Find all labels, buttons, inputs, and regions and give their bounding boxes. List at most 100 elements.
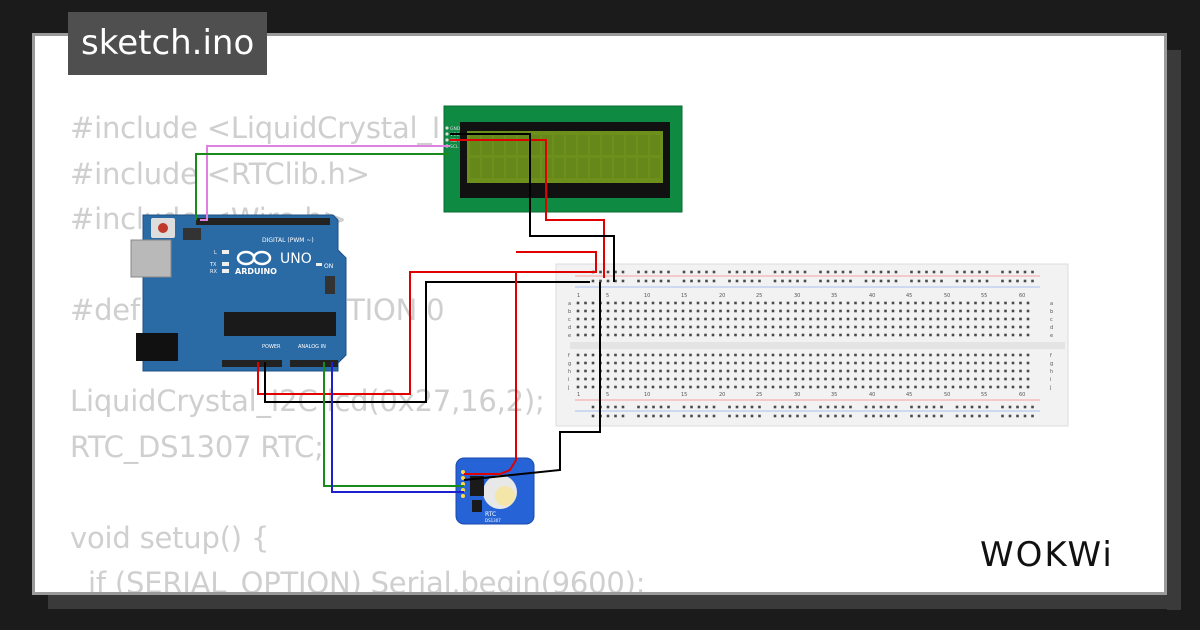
breadboard-hole — [771, 385, 775, 389]
breadboard-hole — [689, 353, 692, 357]
breadboard-hole — [644, 369, 647, 373]
breadboard-hole — [614, 353, 617, 357]
breadboard-hole — [876, 325, 880, 329]
breadboard-hole — [891, 325, 895, 329]
wire-green-scl[interactable] — [195, 153, 450, 220]
breadboard-hole — [614, 309, 617, 313]
breadboard-hole — [779, 301, 782, 305]
breadboard-hole — [940, 405, 943, 409]
breadboard-hole — [781, 405, 784, 409]
wire-green-rtc-scl[interactable] — [323, 362, 464, 487]
breadboard-hole — [584, 361, 587, 365]
lcd-char-cell — [626, 135, 636, 155]
breadboard-hole — [659, 361, 662, 365]
rtc-module[interactable]: RTC DS1307 — [455, 457, 535, 525]
breadboard-hole — [989, 333, 992, 337]
breadboard-hole — [788, 414, 792, 418]
lcd-char-cell — [494, 158, 504, 178]
row-letter: f — [568, 353, 570, 359]
breadboard-holes — [576, 270, 1034, 418]
breadboard-hole — [764, 385, 767, 389]
breadboard-hole — [682, 405, 686, 409]
breadboard-hole — [872, 279, 875, 283]
breadboard-hole — [801, 385, 805, 389]
breadboard-hole — [674, 385, 677, 389]
breadboard-hole — [966, 309, 970, 313]
lcd-module[interactable]: GND VCC SDA SCL — [443, 105, 683, 213]
sketch-title-tab[interactable]: sketch.ino — [68, 12, 268, 75]
power-jack — [136, 333, 178, 361]
breadboard-hole — [861, 353, 865, 357]
breadboard-hole — [936, 361, 940, 365]
l-led — [222, 250, 229, 254]
breadboard-hole — [1001, 270, 1004, 274]
breadboard-hole — [705, 279, 708, 283]
wire-pink-sda[interactable] — [200, 145, 450, 221]
wire-black-gnd[interactable] — [264, 281, 590, 403]
breadboard-hole — [884, 317, 887, 321]
breadboard-hole — [576, 301, 580, 305]
breadboard-hole — [712, 414, 716, 418]
wire-red-rtc-vcc[interactable] — [464, 251, 597, 475]
lcd-char-cell — [506, 158, 516, 178]
breadboard-hole — [929, 301, 932, 305]
breadboard-hole — [621, 309, 625, 313]
breadboard-hole — [621, 414, 625, 418]
breadboard-hole — [696, 353, 700, 357]
breadboard-hole — [876, 309, 880, 313]
breadboard-hole — [1011, 361, 1015, 365]
breadboard-hole — [584, 377, 587, 381]
breadboard-hole — [841, 414, 845, 418]
breadboard-hole — [861, 369, 865, 373]
breadboard-hole — [834, 270, 837, 274]
breadboard-hole — [816, 317, 820, 321]
breadboard-hole — [801, 361, 805, 365]
breadboard-hole — [734, 309, 737, 313]
column-number: 20 — [719, 293, 725, 299]
row-letter: i — [568, 377, 569, 383]
arduino-uno-board[interactable]: DIGITAL (PWM ~) UNO ARDUINO ANALOG IN PO… — [130, 214, 347, 372]
wire-black-lcd-gnd[interactable] — [450, 133, 615, 282]
breadboard-hole — [910, 414, 913, 418]
breadboard-hole — [989, 317, 992, 321]
wire-red-lcd-vcc[interactable] — [450, 139, 605, 278]
breadboard-hole — [801, 309, 805, 313]
breadboard-hole — [981, 361, 985, 365]
wire-blue-rtc-sda[interactable] — [331, 362, 464, 493]
breadboard-hole — [970, 270, 974, 274]
breadboard-hole — [786, 369, 790, 373]
reset-button-cap[interactable] — [158, 223, 168, 233]
breadboard-hole — [644, 317, 647, 321]
breadboard-hole — [846, 333, 850, 337]
breadboard-hole — [1004, 385, 1007, 389]
breadboard-hole — [591, 309, 595, 313]
breadboard-hole — [869, 353, 872, 357]
breadboard-hole — [824, 353, 827, 357]
breadboard-hole — [728, 270, 731, 274]
breadboard-hole — [584, 317, 587, 321]
breadboard-hole — [764, 369, 767, 373]
breadboard-hole — [786, 317, 790, 321]
wire-red-5v[interactable] — [257, 271, 596, 395]
breadboard-hole — [966, 385, 970, 389]
wire-black-rtc-gnd[interactable] — [463, 282, 601, 481]
breadboard-hole — [887, 414, 890, 418]
breadboard-hole — [637, 270, 640, 274]
breadboard-hole — [824, 361, 827, 365]
breadboard-hole — [1031, 414, 1034, 418]
breadboard-hole — [951, 325, 955, 329]
breadboard-hole — [887, 270, 890, 274]
breadboard-hole — [910, 279, 913, 283]
breadboard-hole — [599, 279, 602, 283]
breadboard-hole — [696, 325, 700, 329]
led-label: RX — [210, 269, 217, 275]
breadboard-hole — [1004, 309, 1007, 313]
breadboard-hole — [925, 414, 928, 418]
breadboard-hole — [974, 385, 977, 389]
breadboard-hole — [910, 405, 913, 409]
breadboard-hole — [951, 309, 955, 313]
breadboard-hole — [704, 325, 707, 329]
breadboard[interactable]: 1 5 10 15 20 25 30 35 40 45 50 55 60 1 5… — [555, 263, 1069, 427]
breadboard-hole — [644, 309, 647, 313]
